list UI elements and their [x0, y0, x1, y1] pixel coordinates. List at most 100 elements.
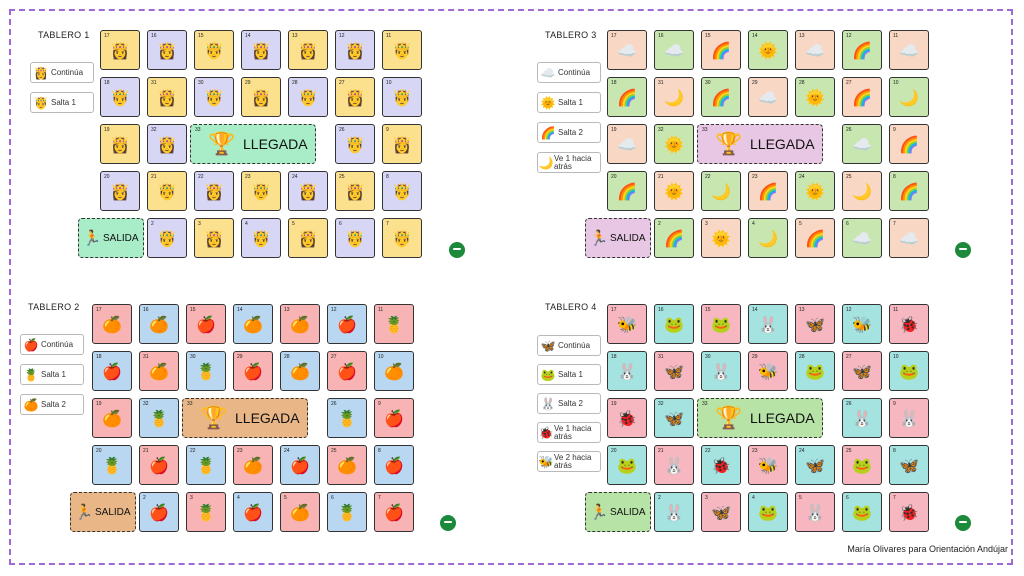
- board-square[interactable]: 11🐞: [889, 304, 929, 344]
- board-square[interactable]: 18🌈: [607, 77, 647, 117]
- board-square[interactable]: 30🌈: [701, 77, 741, 117]
- board-square[interactable]: 3🍍: [186, 492, 226, 532]
- board-square[interactable]: 31🍊: [139, 351, 179, 391]
- board-square[interactable]: 4🤴: [241, 218, 281, 258]
- board-square[interactable]: 9🐰: [889, 398, 929, 438]
- board-square[interactable]: 15🌈: [701, 30, 741, 70]
- board-square[interactable]: 27🌈: [842, 77, 882, 117]
- board-square[interactable]: 3🦋: [701, 492, 741, 532]
- board-square[interactable]: 3👸: [194, 218, 234, 258]
- board-square[interactable]: 25👸: [335, 171, 375, 211]
- start-square[interactable]: 🏃SALIDA: [78, 218, 144, 258]
- board-square[interactable]: 2🤴: [147, 218, 187, 258]
- board-square[interactable]: 6🤴: [335, 218, 375, 258]
- board-square[interactable]: 5🍊: [280, 492, 320, 532]
- board-square[interactable]: 4🍎: [233, 492, 273, 532]
- board-square[interactable]: 5🌈: [795, 218, 835, 258]
- board-square[interactable]: 17👸: [100, 30, 140, 70]
- board-square[interactable]: 10🐸: [889, 351, 929, 391]
- board-square[interactable]: 24🍎: [280, 445, 320, 485]
- board-square[interactable]: 14🍊: [233, 304, 273, 344]
- board-square[interactable]: 21🐰: [654, 445, 694, 485]
- board-square[interactable]: 30🤴: [194, 77, 234, 117]
- board-square[interactable]: 9👸: [382, 124, 422, 164]
- board-square[interactable]: 20🐸: [607, 445, 647, 485]
- board-square[interactable]: 28🍊: [280, 351, 320, 391]
- board-square[interactable]: 4🌙: [748, 218, 788, 258]
- board-square[interactable]: 31🦋: [654, 351, 694, 391]
- board-square[interactable]: 28🌞: [795, 77, 835, 117]
- board-square[interactable]: 5🐰: [795, 492, 835, 532]
- board-square[interactable]: 24👸: [288, 171, 328, 211]
- board-square[interactable]: 25🍊: [327, 445, 367, 485]
- start-square[interactable]: 🏃SALIDA: [70, 492, 136, 532]
- board-square[interactable]: 19👸: [100, 124, 140, 164]
- board-square[interactable]: 30🍍: [186, 351, 226, 391]
- board-square[interactable]: 13👸: [288, 30, 328, 70]
- board-square[interactable]: 20🌈: [607, 171, 647, 211]
- board-square[interactable]: 27🦋: [842, 351, 882, 391]
- board-square[interactable]: 2🌈: [654, 218, 694, 258]
- board-square[interactable]: 28🤴: [288, 77, 328, 117]
- board-square[interactable]: 8🍎: [374, 445, 414, 485]
- board-square[interactable]: 28🐸: [795, 351, 835, 391]
- board-square[interactable]: 12👸: [335, 30, 375, 70]
- board-square[interactable]: 20👸: [100, 171, 140, 211]
- board-square[interactable]: 25🐸: [842, 445, 882, 485]
- board-square[interactable]: 4🐸: [748, 492, 788, 532]
- board-square[interactable]: 21🍎: [139, 445, 179, 485]
- board-square[interactable]: 16☁️: [654, 30, 694, 70]
- board-square[interactable]: 11🍍: [374, 304, 414, 344]
- board-square[interactable]: 12🍎: [327, 304, 367, 344]
- board-square[interactable]: 23🤴: [241, 171, 281, 211]
- board-square[interactable]: 6🍍: [327, 492, 367, 532]
- board-square[interactable]: 2🐰: [654, 492, 694, 532]
- board-square[interactable]: 9🌈: [889, 124, 929, 164]
- board-square[interactable]: 10🌙: [889, 77, 929, 117]
- board-square[interactable]: 26☁️: [842, 124, 882, 164]
- board-square[interactable]: 14🌞: [748, 30, 788, 70]
- board-square[interactable]: 21🤴: [147, 171, 187, 211]
- board-square[interactable]: 7🤴: [382, 218, 422, 258]
- board-square[interactable]: 22🍍: [186, 445, 226, 485]
- board-square[interactable]: 14🐰: [748, 304, 788, 344]
- board-square[interactable]: 20🍍: [92, 445, 132, 485]
- board-square[interactable]: 29☁️: [748, 77, 788, 117]
- board-square[interactable]: 15🍎: [186, 304, 226, 344]
- board-square[interactable]: 29🐝: [748, 351, 788, 391]
- board-square[interactable]: 17☁️: [607, 30, 647, 70]
- board-square[interactable]: 7🍎: [374, 492, 414, 532]
- board-square[interactable]: 3🌞: [701, 218, 741, 258]
- board-square[interactable]: 27🍎: [327, 351, 367, 391]
- board-square[interactable]: 22🌙: [701, 171, 741, 211]
- board-square[interactable]: 19🐞: [607, 398, 647, 438]
- board-square[interactable]: 17🍊: [92, 304, 132, 344]
- board-square[interactable]: 27👸: [335, 77, 375, 117]
- board-square[interactable]: 21🌞: [654, 171, 694, 211]
- board-square[interactable]: 32🦋: [654, 398, 694, 438]
- board-square[interactable]: 29👸: [241, 77, 281, 117]
- board-square[interactable]: 8🌈: [889, 171, 929, 211]
- board-square[interactable]: 29🍎: [233, 351, 273, 391]
- board-square[interactable]: 18🤴: [100, 77, 140, 117]
- goal-square[interactable]: 33🏆LLEGADA: [182, 398, 308, 438]
- board-square[interactable]: 8🦋: [889, 445, 929, 485]
- board-square[interactable]: 25🌙: [842, 171, 882, 211]
- board-square[interactable]: 31👸: [147, 77, 187, 117]
- board-square[interactable]: 19☁️: [607, 124, 647, 164]
- board-square[interactable]: 16👸: [147, 30, 187, 70]
- board-square[interactable]: 23🍊: [233, 445, 273, 485]
- board-square[interactable]: 32🍍: [139, 398, 179, 438]
- board-square[interactable]: 12🐝: [842, 304, 882, 344]
- goal-square[interactable]: 33🏆LLEGADA: [190, 124, 316, 164]
- board-square[interactable]: 17🐝: [607, 304, 647, 344]
- board-square[interactable]: 24🦋: [795, 445, 835, 485]
- board-square[interactable]: 8🤴: [382, 171, 422, 211]
- board-square[interactable]: 6☁️: [842, 218, 882, 258]
- board-square[interactable]: 2🍎: [139, 492, 179, 532]
- board-square[interactable]: 31🌙: [654, 77, 694, 117]
- board-square[interactable]: 7☁️: [889, 218, 929, 258]
- board-square[interactable]: 10🤴: [382, 77, 422, 117]
- board-square[interactable]: 26🍍: [327, 398, 367, 438]
- board-square[interactable]: 19🍊: [92, 398, 132, 438]
